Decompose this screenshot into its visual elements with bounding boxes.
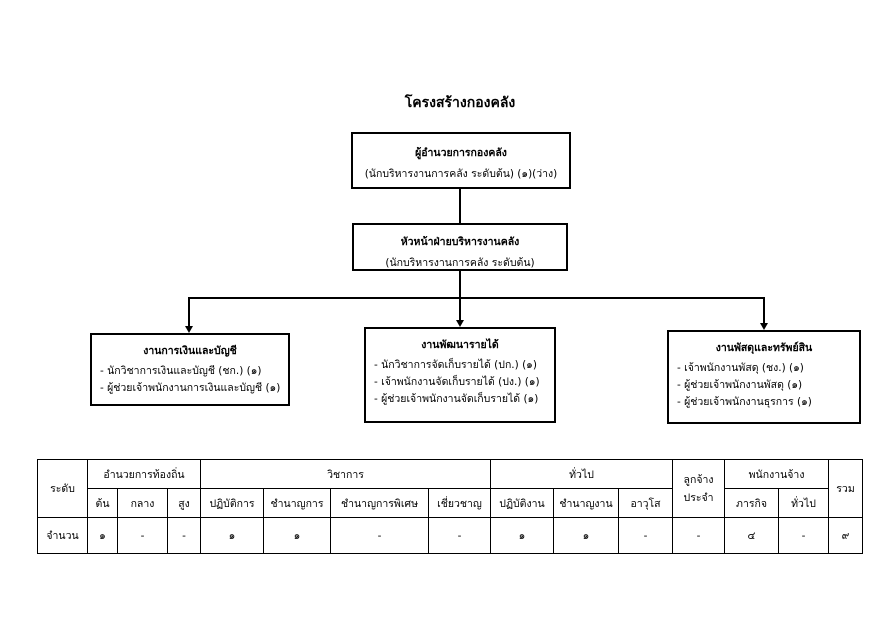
header-local-director: อำนวยการท้องถิ่น bbox=[87, 459, 201, 489]
count-cell: - bbox=[672, 517, 726, 554]
row-label: จำนวน bbox=[37, 517, 88, 554]
unit-item: - ผู้ช่วยเจ้าพนักงานจัดเก็บรายได้ (๑) bbox=[374, 393, 539, 405]
director-box: ผู้อำนวยการกองคลัง (นักบริหารงานการคลัง … bbox=[351, 132, 571, 189]
unit-title: งานพัฒนารายได้ bbox=[421, 339, 499, 351]
page-title: โครงสร้างกองคลัง bbox=[404, 95, 516, 111]
unit-item: - ผู้ช่วยเจ้าพนักงานการเงินและบัญชี (๑) bbox=[100, 382, 281, 394]
count-cell: ๔ bbox=[724, 517, 780, 554]
connector bbox=[459, 297, 461, 321]
connector bbox=[188, 297, 765, 299]
sub-header: อาวุโส bbox=[617, 488, 674, 518]
sub-header: ชำนาญการพิเศษ bbox=[330, 488, 429, 518]
connector bbox=[459, 271, 461, 299]
sub-header: ปฏิบัติการ bbox=[200, 488, 264, 518]
unit-item: - ผู้ช่วยเจ้าพนักงานธุรการ (๑) bbox=[677, 396, 812, 408]
unit-item: - นักวิชาการจัดเก็บรายได้ (ปก.) (๑) bbox=[374, 359, 537, 371]
count-cell: ๑ bbox=[553, 517, 619, 554]
count-cell: - bbox=[778, 517, 830, 554]
arrow-down-icon bbox=[456, 320, 464, 327]
connector bbox=[459, 189, 461, 223]
header-permanent: ลูกจ้างประจำ bbox=[672, 459, 726, 518]
header-level: ระดับ bbox=[37, 459, 88, 518]
count-cell: ๑ bbox=[87, 517, 118, 554]
unit-item: - นักวิชาการเงินและบัญชี (ชก.) (๑) bbox=[100, 365, 262, 377]
sub-header: ชำนาญงาน bbox=[553, 488, 619, 518]
arrow-down-icon bbox=[185, 326, 193, 333]
count-cell: ๑ bbox=[200, 517, 264, 554]
sub-header: ปฏิบัติงาน bbox=[490, 488, 554, 518]
header-general: ทั่วไป bbox=[489, 459, 674, 489]
unit-item: - ผู้ช่วยเจ้าพนักงานพัสดุ (๑) bbox=[677, 379, 803, 391]
sub-header: ต้น bbox=[87, 488, 118, 518]
unit-supplies-box: งานพัสดุและทรัพย์สิน - เจ้าพนักงานพัสดุ … bbox=[667, 330, 861, 424]
head-title: หัวหน้าฝ่ายบริหารงานคลัง bbox=[400, 236, 520, 248]
count-cell: ๑ bbox=[490, 517, 554, 554]
connector bbox=[763, 297, 765, 324]
unit-finance-box: งานการเงินและบัญชี - นักวิชาการเงินและบั… bbox=[90, 333, 290, 406]
count-cell: - bbox=[617, 517, 674, 554]
count-cell: - bbox=[117, 517, 168, 554]
total-cell: ๙ bbox=[828, 517, 864, 554]
header-total: รวม bbox=[828, 459, 864, 518]
unit-title: งานการเงินและบัญชี bbox=[143, 345, 237, 357]
sub-header: เชี่ยวชาญ bbox=[428, 488, 491, 518]
sub-header: สูง bbox=[167, 488, 201, 518]
count-cell: ๑ bbox=[263, 517, 331, 554]
header-academic: วิชาการ bbox=[200, 459, 491, 489]
header-contract: พนักงานจ้าง bbox=[724, 459, 830, 489]
count-cell: - bbox=[428, 517, 491, 554]
director-subtitle: (นักบริหารงานการคลัง ระดับต้น) (๑)(ว่าง) bbox=[364, 168, 558, 180]
sub-header: ภารกิจ bbox=[724, 488, 780, 518]
count-cell: - bbox=[167, 517, 201, 554]
director-title: ผู้อำนวยการกองคลัง bbox=[415, 147, 507, 159]
sub-header: ทั่วไป bbox=[778, 488, 830, 518]
sub-header: กลาง bbox=[117, 488, 168, 518]
unit-item: - เจ้าพนักงานพัสดุ (ชง.) (๑) bbox=[677, 362, 804, 374]
connector bbox=[188, 297, 190, 327]
unit-title: งานพัสดุและทรัพย์สิน bbox=[715, 342, 813, 354]
head-box: หัวหน้าฝ่ายบริหารงานคลัง (นักบริหารงานกา… bbox=[352, 223, 568, 271]
count-cell: - bbox=[330, 517, 429, 554]
staff-table: ระดับ อำนวยการท้องถิ่น วิชาการ ทั่วไป ลู… bbox=[37, 459, 864, 554]
sub-header: ชำนาญการ bbox=[263, 488, 331, 518]
unit-item: - เจ้าพนักงานจัดเก็บรายได้ (ปง.) (๑) bbox=[374, 376, 540, 388]
head-subtitle: (นักบริหารงานการคลัง ระดับต้น) bbox=[385, 257, 535, 269]
unit-revenue-box: งานพัฒนารายได้ - นักวิชาการจัดเก็บรายได้… bbox=[364, 327, 556, 423]
arrow-down-icon bbox=[760, 323, 768, 330]
